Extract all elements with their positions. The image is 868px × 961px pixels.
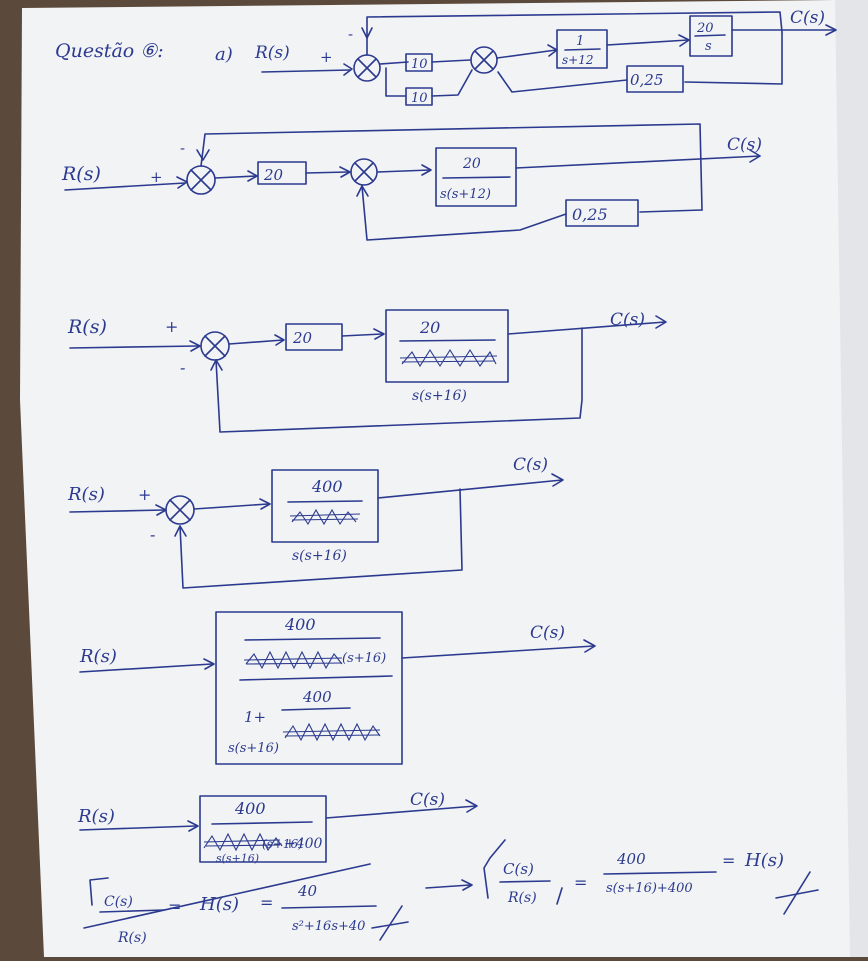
- stage5-inner-den: s(s+16): [228, 741, 279, 756]
- stage1-plus-sign: +: [320, 48, 333, 66]
- stage3-input-label: R(s): [67, 316, 107, 338]
- stage2-block-20-label: 20: [263, 166, 284, 184]
- question-title: Questão ⑥:: [55, 40, 164, 62]
- stage1-feedback-block: [626, 65, 684, 93]
- result-right-eq1: =: [574, 873, 587, 892]
- stage4-minus-sign: -: [150, 525, 155, 544]
- stage5-closed-loop-block: [215, 611, 403, 765]
- stage6-den: (s+16): [262, 837, 303, 851]
- stage5-one-plus: 1+: [244, 708, 266, 726]
- stage3-block-20: [285, 323, 343, 351]
- stage3-lines: [69, 309, 667, 433]
- stage5-output-label: C(s): [530, 623, 565, 643]
- stage1-block-1-over-s12: [556, 29, 608, 69]
- stage2-minus-sign: -: [180, 139, 185, 157]
- stage4-scribble: [289, 508, 361, 526]
- stage5-den-term: (s+16): [342, 651, 386, 666]
- stage6-input-label: R(s): [77, 806, 115, 827]
- stage4-block-plant: [271, 469, 379, 543]
- stage4-lines: [69, 469, 564, 589]
- paper: [20, 0, 868, 957]
- result-right-H: H(s): [744, 850, 784, 871]
- stage2-feedback-block: [565, 199, 639, 227]
- result-left-den: s²+16s+40: [292, 919, 365, 934]
- stage6-lines: [79, 795, 478, 863]
- stage6-scribble: [203, 832, 283, 852]
- stage3-scribble: [399, 348, 498, 368]
- result-right-lhs-num: C(s): [503, 860, 534, 878]
- part-label: a): [215, 44, 233, 65]
- stage6-output-label: C(s): [410, 790, 445, 810]
- stage1-block-den: s+12: [562, 53, 593, 67]
- stage6-den-tail: s(s+16): [216, 852, 259, 865]
- result-left-lhs-den: R(s): [117, 930, 147, 946]
- stage1-block-num: 1: [576, 34, 584, 49]
- stage5-input-label: R(s): [79, 646, 117, 667]
- stage5-lines: [79, 611, 596, 765]
- result-left-lhs-num: C(s): [104, 894, 133, 910]
- stage2-block-num: 20: [462, 156, 481, 172]
- stage6-block: [199, 795, 327, 863]
- stage4-output-label: C(s): [513, 455, 548, 475]
- stage1-block2-den: s: [705, 39, 712, 54]
- result-left: C(s) R(s) = H(s) = 40 s²+16s+40: [83, 863, 409, 946]
- stage2-input-label: R(s): [61, 163, 101, 185]
- stage1-block-10a-label: 10: [411, 57, 428, 72]
- stage6-num: 400: [234, 799, 266, 818]
- result-left-num: 40: [297, 882, 318, 900]
- stage2-plus-sign: +: [150, 168, 163, 186]
- stage6-den-add: +400: [284, 836, 323, 852]
- stage2-block-den: s(s+12): [440, 187, 491, 202]
- stage1-lines: [261, 11, 837, 106]
- stage3-block-20-label: 20: [292, 329, 313, 347]
- result-right-num: 400: [616, 850, 646, 868]
- stage5-scribble-top: [243, 650, 343, 670]
- stage1-block-10b-label: 10: [411, 91, 428, 106]
- stage3-block-plant: [385, 309, 509, 383]
- stage3-block-den: s(s+16): [412, 388, 467, 404]
- stage2-lines: [64, 123, 761, 241]
- paper-edge: [835, 0, 868, 957]
- stage5-inner-num: 400: [302, 688, 332, 706]
- result-right-eq2: =: [722, 851, 735, 870]
- stage1-minus-sign: -: [348, 25, 353, 43]
- stage4-plus-sign: +: [138, 485, 151, 504]
- result-left-eq2: =: [260, 893, 273, 912]
- result-right-den: s(s+16)+400: [606, 881, 693, 896]
- stage4-block-den: s(s+16): [292, 548, 347, 564]
- stage5-num: 400: [284, 615, 316, 634]
- result-right-lhs-den: R(s): [507, 890, 537, 906]
- result-right: C(s) R(s) = 400 s(s+16)+400 = H(s): [425, 839, 819, 915]
- stage4-input-label: R(s): [67, 484, 105, 505]
- stage1-block-20-over-s: [689, 15, 733, 57]
- stage2-output-label: C(s): [727, 135, 762, 155]
- result-left-eq1: =: [168, 897, 181, 916]
- stage1-feedback-label: 0,25: [630, 71, 663, 89]
- stage3-plus-sign: +: [165, 317, 178, 336]
- stage1-input-label: R(s): [254, 43, 290, 63]
- stage2-feedback-label: 0,25: [572, 205, 608, 224]
- stage3-minus-sign: -: [180, 358, 185, 377]
- stage5-scribble-bottom: [282, 722, 381, 742]
- stage1-output-label: C(s): [790, 8, 825, 28]
- stage3-block-num: 20: [419, 318, 440, 337]
- stage2-block-plant: [435, 147, 517, 207]
- stage1-block2-num: 20: [696, 21, 714, 36]
- stage4-block-num: 400: [311, 477, 343, 496]
- stage3-output-label: C(s): [610, 310, 645, 330]
